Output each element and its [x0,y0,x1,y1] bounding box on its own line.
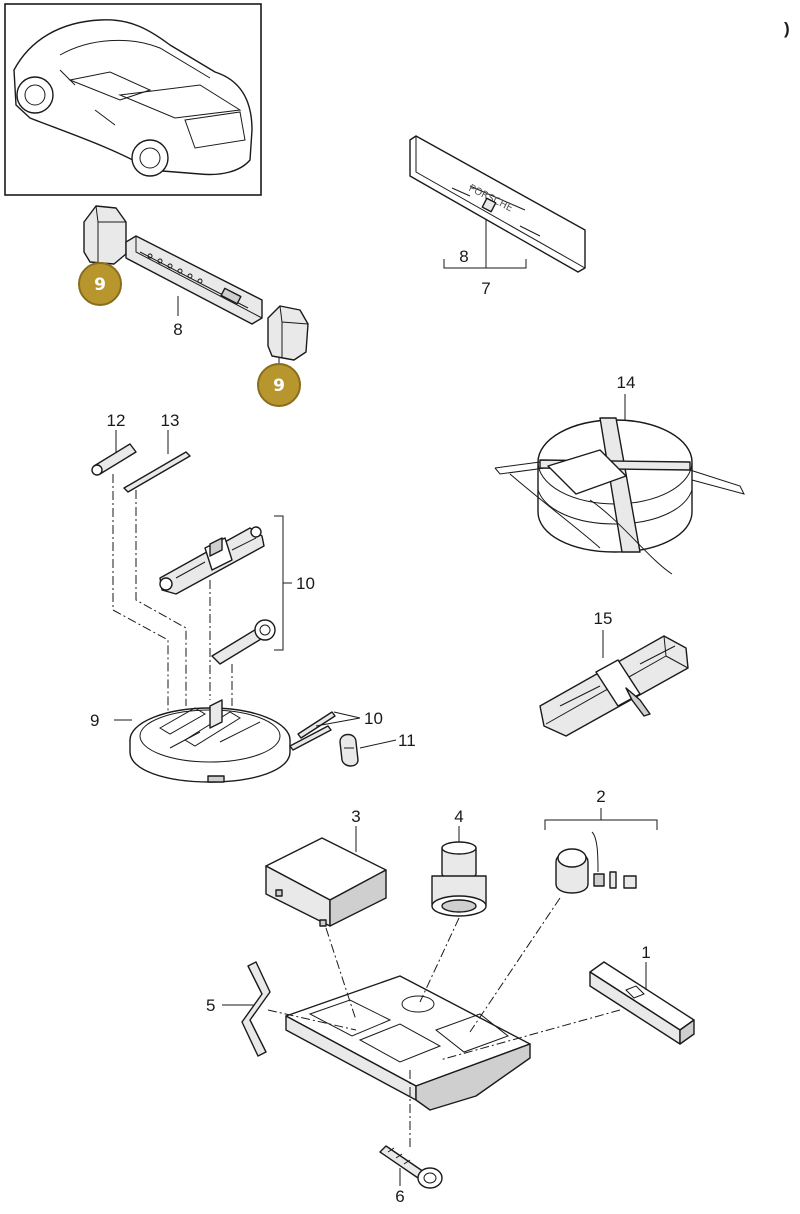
badge-9-upper: 9 [78,262,122,306]
socket-tool [431,841,487,917]
callout-12: 10 [364,709,383,728]
foam-block [265,837,387,927]
jack-icon [159,526,265,595]
car-thumbnail-icon [4,3,262,196]
callout-15: 13 [161,411,180,430]
callout-5: 5 [206,996,215,1015]
callout-10: 10 [296,574,315,593]
tool-case [589,961,695,1045]
corner-mark: ) [784,19,790,38]
callout-9b: 9 [273,376,285,396]
callout-11: 9 [90,711,99,730]
pins [289,711,336,751]
storage-insert [285,975,531,1111]
callout-16: 14 [617,373,636,392]
jack-crank [211,619,276,665]
hex-key [241,961,271,1057]
tool-strip-bar [125,235,263,325]
sealant-kit [555,831,637,894]
spare-wheel-icon [494,417,745,575]
tool-tray-round [129,699,291,783]
clip-part [339,733,359,767]
emblem-plate: PORSCHE [409,135,586,273]
callout-13: 11 [398,731,416,750]
wheel-bolt-adapter [91,443,137,476]
end-cap-upper [83,205,127,265]
callout-9a: 9 [94,275,106,295]
badge-9-lower: 9 [257,363,301,407]
callout-14: 12 [107,411,126,430]
callout-2: 2 [596,787,605,806]
callout-7: 7 [481,279,490,298]
callout-1: 1 [641,943,650,962]
callout-3: 3 [351,807,360,826]
tow-eye-icon [379,1145,443,1189]
end-cap-lower [267,305,309,361]
callout-8b: 8 [459,247,468,266]
tool-bag-icon [539,635,689,737]
callout-4: 4 [454,807,463,826]
callout-8a: 8 [173,320,182,339]
rod-tool [123,451,191,493]
callout-17: 15 [594,609,613,628]
callout-6: 6 [395,1187,404,1206]
